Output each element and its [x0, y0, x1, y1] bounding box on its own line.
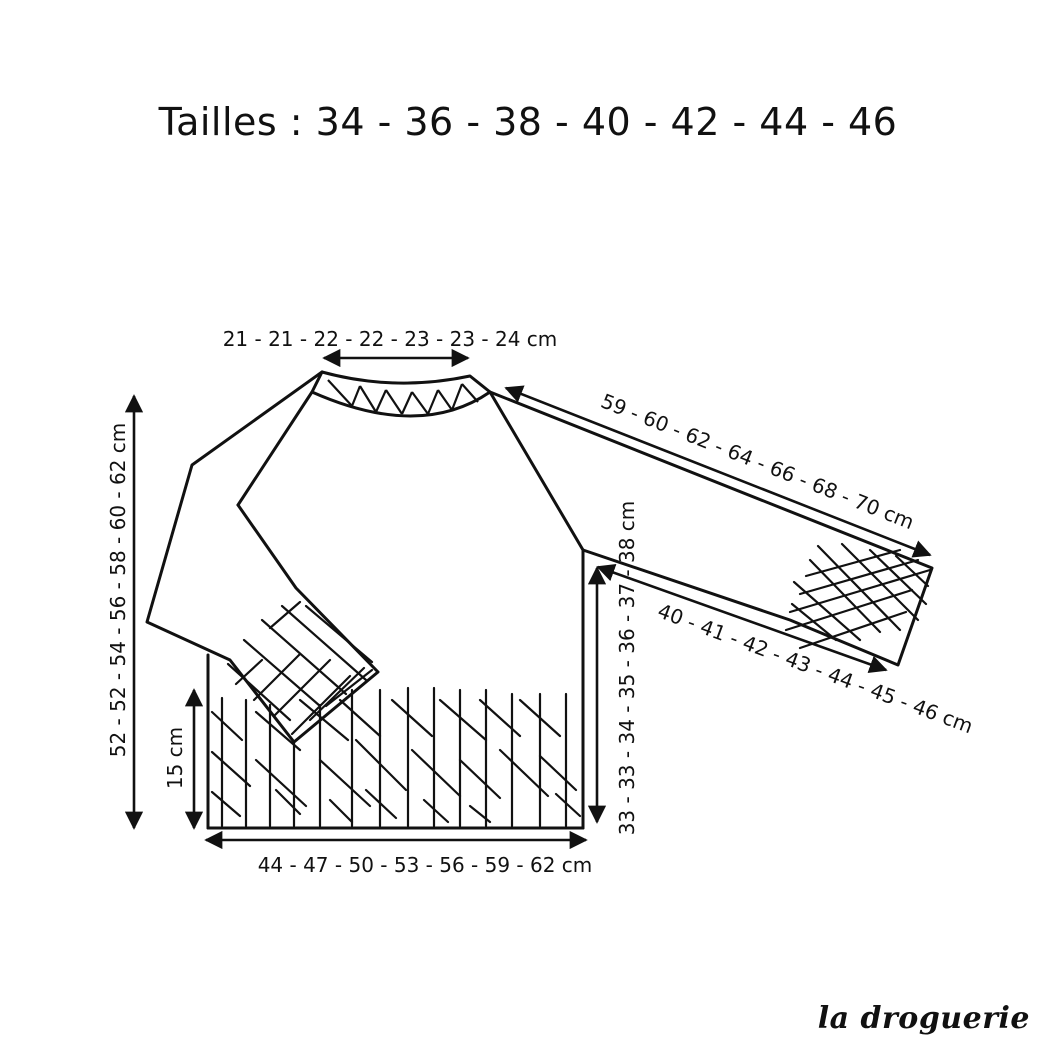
page-title: Tailles : 34 - 36 - 38 - 40 - 42 - 44 - …	[158, 100, 898, 144]
body-rib-pattern	[210, 686, 582, 828]
dimension-arrows	[124, 348, 932, 850]
neck-width-label: 21 - 21 - 22 - 22 - 23 - 23 - 24 cm	[223, 327, 558, 351]
collar	[310, 370, 492, 418]
sleeve-underarm-arrow	[596, 563, 888, 674]
left-cuff-pattern	[226, 600, 374, 736]
body-raglan-left	[236, 390, 314, 507]
chest-width-label: 44 - 47 - 50 - 53 - 56 - 59 - 62 cm	[258, 853, 593, 877]
total-length-label: 52 - 52 - 54 - 56 - 58 - 60 - 62 cm	[106, 423, 130, 758]
side-length-label: 33 - 33 - 34 - 35 - 36 - 37 - 38 cm	[615, 501, 639, 836]
brand-logo: la droguerie	[817, 1001, 1030, 1036]
left-sleeve	[145, 370, 380, 744]
body-raglan-right	[488, 390, 585, 552]
sleeve-raglan-arrow	[504, 385, 932, 558]
sleeve-raglan-label: 59 - 60 - 62 - 64 - 66 - 68 - 70 cm	[598, 389, 918, 534]
collar-pattern	[327, 379, 479, 415]
rib-height-label: 15 cm	[163, 727, 187, 789]
